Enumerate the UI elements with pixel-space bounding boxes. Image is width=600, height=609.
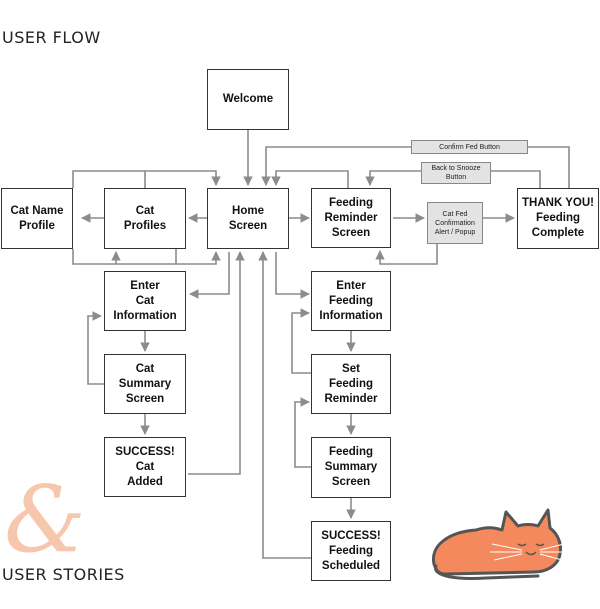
ampersand-decoration: & xyxy=(4,466,86,573)
success-feeding-scheduled-node: SUCCESS! Feeding Scheduled xyxy=(311,521,391,581)
cat-fed-confirmation-popup-tag: Cat Fed Confirmation Alert / Popup xyxy=(427,202,483,244)
cat-profiles-node: Cat Profiles xyxy=(104,188,186,249)
arrow-successcat-to-home xyxy=(188,251,245,475)
arrow-set-back-to-enterfeed xyxy=(291,308,311,374)
thank-you-node: THANK YOU! Feeding Complete xyxy=(517,188,599,249)
arrow-summary-back-to-entercat xyxy=(87,311,104,385)
arrow-successfeed-to-home xyxy=(258,251,311,559)
set-feeding-reminder-node: Set Feeding Reminder xyxy=(311,354,391,414)
arrow-feeding-to-home xyxy=(271,170,349,188)
welcome-node: Welcome xyxy=(207,69,289,130)
feeding-reminder-node: Feeding Reminder Screen xyxy=(311,188,391,248)
back-to-snooze-button-tag: Back to Snooze Button xyxy=(421,162,491,184)
cat-summary-screen-node: Cat Summary Screen xyxy=(104,354,186,414)
user-flow-heading: USER FLOW xyxy=(2,28,101,47)
arrow-home-to-enter-feeding xyxy=(275,252,310,299)
confirm-fed-button-tag: Confirm Fed Button xyxy=(411,140,528,154)
home-screen-node: Home Screen xyxy=(207,188,289,249)
arrow-fsummary-back-to-set xyxy=(294,397,311,468)
arrow-popup-to-feeding xyxy=(375,244,438,265)
arrow-profiles-top-to-home xyxy=(144,170,221,188)
feeding-summary-screen-node: Feeding Summary Screen xyxy=(311,437,391,498)
success-cat-added-node: SUCCESS! Cat Added xyxy=(104,437,186,497)
arrow-name-bottom-to-home xyxy=(72,249,221,265)
enter-cat-information-node: Enter Cat Information xyxy=(104,271,186,331)
arrow-name-top-to-profiles xyxy=(72,170,145,188)
arrow-home-to-enter-cat xyxy=(189,252,230,299)
sleeping-cat-illustration xyxy=(431,508,565,580)
user-stories-heading: USER STORIES xyxy=(2,565,125,584)
enter-feeding-information-node: Enter Feeding Information xyxy=(311,271,391,331)
cat-name-profile-node: Cat Name Profile xyxy=(1,188,73,249)
